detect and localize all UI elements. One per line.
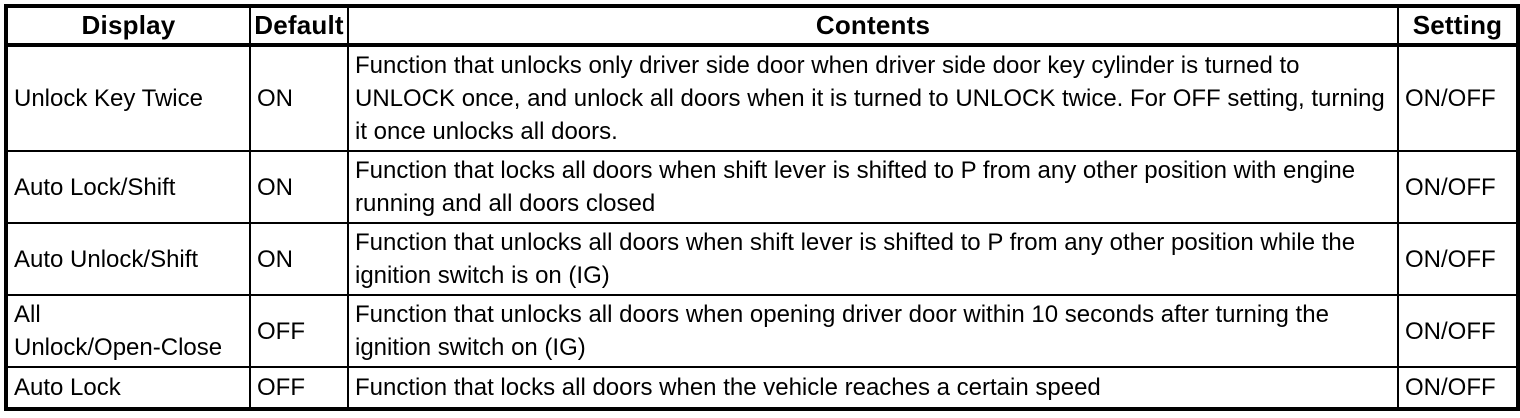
cell-setting: ON/OFF [1397,222,1519,296]
table-row: Unlock Key Twice ON Function that unlock… [5,44,1519,152]
cell-contents: Function that unlocks all doors when shi… [347,222,1399,296]
cell-contents: Function that locks all doors when the v… [347,366,1399,410]
door-lock-settings-table: Display Default Contents Setting Unlock … [4,4,1520,411]
cell-display: All Unlock/Open-Close [5,294,251,368]
cell-display: Unlock Key Twice [5,44,251,152]
table-row: Auto Unlock/Shift ON Function that unloc… [5,222,1519,296]
cell-setting: ON/OFF [1397,366,1519,410]
column-header-setting: Setting [1397,5,1519,47]
cell-display: Auto Unlock/Shift [5,222,251,296]
cell-setting: ON/OFF [1397,294,1519,368]
cell-contents: Function that locks all doors when shift… [347,150,1399,224]
cell-setting: ON/OFF [1397,150,1519,224]
cell-default: OFF [249,294,349,368]
cell-display: Auto Lock/Shift [5,150,251,224]
table-row: All Unlock/Open-Close OFF Function that … [5,294,1519,368]
cell-default: ON [249,222,349,296]
cell-default: ON [249,150,349,224]
column-header-display: Display [5,5,251,47]
table-row: Auto Lock/Shift ON Function that locks a… [5,150,1519,224]
cell-contents: Function that unlocks all doors when ope… [347,294,1399,368]
cell-display: Auto Lock [5,366,251,410]
column-header-default: Default [249,5,349,47]
cell-default: ON [249,44,349,152]
header-row: Display Default Contents Setting [5,5,1519,47]
column-header-contents: Contents [347,5,1399,47]
cell-setting: ON/OFF [1397,44,1519,152]
table-row: Auto Lock OFF Function that locks all do… [5,366,1519,410]
cell-default: OFF [249,366,349,410]
cell-contents: Function that unlocks only driver side d… [347,44,1399,152]
